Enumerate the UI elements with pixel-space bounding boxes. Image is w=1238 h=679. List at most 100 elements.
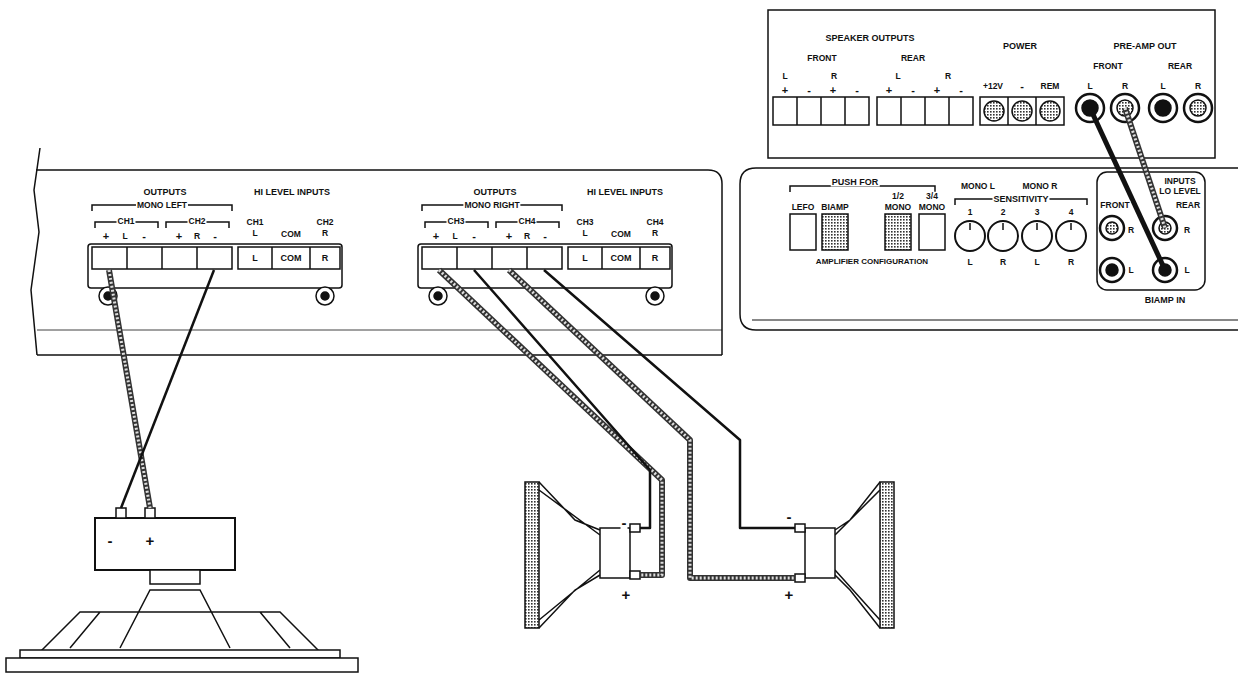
speaker-drawing [795,482,894,628]
terminal-divider [1008,97,1036,125]
rca-jack [1149,94,1177,122]
terminal-label: L [894,72,901,81]
subwoofer-box [95,518,235,570]
terminal-label: FRONT [1099,201,1130,210]
terminal-label: R [321,229,329,238]
wire-line [121,270,214,508]
terminal-label: L [781,72,788,81]
terminal-divider [272,247,310,269]
terminal-label: R [999,258,1007,267]
speaker-drawing [525,482,640,628]
terminal-label: L [581,229,588,238]
component-label: PUSH FOR [831,178,880,187]
rca-jack [1184,94,1212,122]
terminal-label: MONO L [960,182,996,191]
terminal-label: COM [280,230,302,239]
terminal-divider [901,97,949,125]
component-label: + [621,587,632,602]
terminal-label: + [432,231,440,242]
terminal-divider [457,247,527,269]
terminal-label: L [1086,82,1093,91]
terminal-label: - [958,85,964,96]
terminal-label: BIAMP [820,203,849,212]
terminal-label: LEFO [791,203,816,212]
wire-hatching [1125,108,1165,228]
terminal-label: CH3 [446,217,465,226]
subwoofer-drawing [6,508,358,672]
rca-jack-core [1106,222,1118,234]
terminal-label: 3/4 [925,192,939,201]
chassis-outline [36,170,722,355]
terminal-label: R [944,72,952,81]
component-box: OUTPUTSHI LEVEL INPUTSOUTPUTSHI LEVEL IN… [30,170,722,355]
component-box: LCOMR [88,244,344,288]
rca-jack-core [1190,100,1206,116]
component-label: + [145,533,156,548]
component-label: HI LEVEL INPUTS [586,188,664,197]
terminal-label: R [1194,82,1202,91]
speaker-rim [880,482,894,628]
terminal-label: 4 [1068,208,1075,217]
terminal-label: - [141,231,147,242]
component-label: R [321,254,330,263]
terminal-label: CH2 [315,218,334,227]
terminal-divider [602,247,640,269]
mounting-hole [321,292,329,300]
terminal-label: + [102,231,110,242]
speaker-wire [474,270,650,528]
terminal-label: R [1121,82,1129,91]
terminal-label: CH3 [575,218,594,227]
terminal-label: REM [1040,82,1061,91]
wire-line [509,270,795,578]
chassis-outline [37,354,722,356]
component-label: - [786,509,793,524]
terminal-label: 1 [967,208,974,217]
terminal-label: - [471,231,477,242]
push-switch [885,214,911,250]
terminal-label: - [212,231,218,242]
panel-outline [740,168,1238,330]
component-label: POWER [1002,42,1038,51]
terminal-label: R [1127,226,1135,235]
terminal-label: INPUTS [1163,177,1196,186]
knob-notch [970,223,1071,230]
terminal-label: +12V [982,82,1004,91]
speaker-wire [439,270,662,575]
terminal-label: CH1 [116,217,135,226]
terminal-label: R [1183,226,1191,235]
mounting-tab [646,287,664,305]
amplifier-chassis-drawing [31,148,722,355]
terminal-block [877,97,973,125]
terminal-label: - [1019,81,1025,92]
terminal-label: + [933,85,941,96]
speaker-cone [539,482,600,628]
speaker-wire [1090,108,1165,270]
speaker-wire [109,270,150,508]
terminal-label: + [781,85,789,96]
terminal-label: R [193,232,201,241]
head-unit-housing [768,10,1215,158]
magnet [150,570,200,584]
terminal-label: R [651,229,659,238]
terminal-label: - [806,85,812,96]
terminal-label: LO LEVEL [1158,187,1202,196]
push-switch [822,214,848,250]
speaker-basket [40,590,320,652]
wire-hatching [109,270,150,508]
terminal-label: MONO [918,203,946,212]
terminal-label: + [175,231,183,242]
wire-line [1090,108,1165,270]
component-label: - [107,533,114,548]
terminal-label: - [910,85,916,96]
terminal-label: R [1067,258,1075,267]
component-label: COM [280,254,303,263]
component-label: PRE-AMP OUT [1113,42,1178,51]
speaker-terminal [116,508,126,518]
terminal-label: L [1127,266,1134,275]
speaker-terminal [795,524,805,532]
terminal-label: 3 [1034,208,1041,217]
component-label: SENSITIVITY [992,195,1049,204]
terminal-label: - [854,85,860,96]
magnet [600,528,630,578]
terminal-screw [1040,101,1060,121]
